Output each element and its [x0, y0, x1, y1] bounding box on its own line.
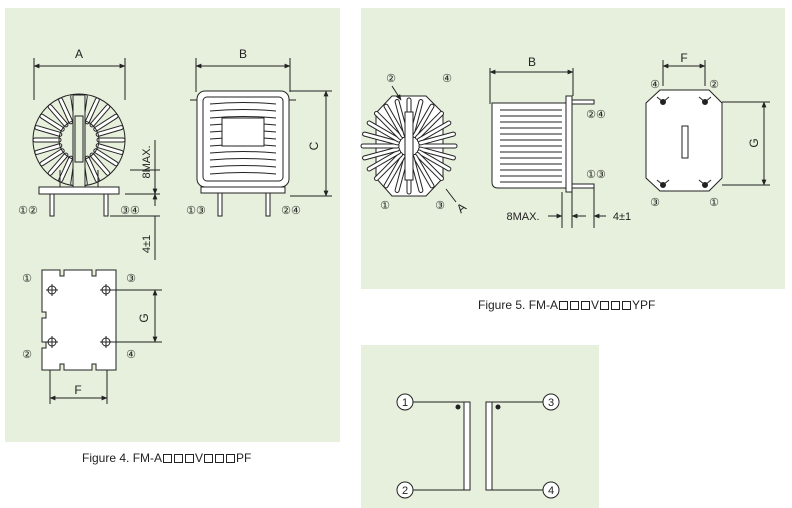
fig5-dim-b: B: [528, 55, 536, 69]
fig4-pins-front-left: ①②: [18, 205, 38, 217]
figure4-panel: [5, 8, 340, 442]
fig5-pin3-top: ③: [435, 200, 445, 212]
fig4-dim-a: A: [75, 47, 83, 61]
placeholder-box: [611, 301, 621, 310]
fig5-dim-8max: 8MAX.: [506, 211, 539, 223]
fig4-dim-c: C: [307, 141, 321, 150]
placeholder-box: [204, 454, 214, 463]
placeholder-box: [163, 454, 173, 463]
fig5-dim-f: F: [680, 51, 687, 65]
schematic-pin2: 2: [402, 485, 408, 497]
fig4-pins-side-right: ②④: [281, 205, 301, 217]
fig4-dim-b: B: [239, 47, 247, 61]
schematic-diagram: [396, 393, 560, 499]
fig5-pin2-bottom: ②: [709, 79, 719, 91]
schematic-pin3: 3: [548, 397, 554, 409]
fig5-pin4-top: ④: [442, 73, 452, 85]
fig4-dim-f: F: [74, 383, 81, 397]
placeholder-box: [226, 454, 236, 463]
fig4-pin3: ③: [126, 273, 136, 285]
figure5-caption-mid: V: [591, 298, 600, 312]
fig5-dim-g: G: [747, 138, 761, 147]
fig4-dim-4pm1: 4±1: [141, 235, 153, 253]
fig4-pin2: ②: [22, 349, 32, 361]
placeholder-box: [581, 301, 591, 310]
fig5-dim-4pm1: 4±1: [613, 211, 631, 223]
fig4-dim-g: G: [137, 313, 151, 322]
fig4-pin1: ①: [22, 273, 32, 285]
fig5-pin2-top: ②: [386, 73, 396, 85]
fig4-pins-front-right: ③④: [120, 205, 140, 217]
figure5-caption: Figure 5. FM-A V YPF: [478, 298, 655, 312]
fig5-pin3-bottom: ③: [650, 197, 660, 209]
placeholder-box: [570, 301, 580, 310]
fig4-side-view: [190, 58, 332, 217]
schematic-pin1: 1: [402, 397, 408, 409]
fig5-pins-13: ①③: [586, 169, 606, 181]
figure5-caption-suffix: YPF: [632, 298, 656, 312]
fig4-dim-8max: 8MAX.: [141, 145, 153, 178]
fig4-bottom-view: [41, 269, 162, 404]
figure4-caption-suffix: PF: [236, 451, 252, 465]
fig5-bottom-view: [645, 60, 770, 192]
fig5-pin4-bottom: ④: [650, 79, 660, 91]
fig4-pin4: ④: [126, 349, 136, 361]
figure5-caption-prefix: Figure 5. FM-A: [478, 298, 559, 312]
figure4-caption-mid: V: [195, 451, 204, 465]
fig4-pins-side-left: ①③: [186, 205, 206, 217]
fig5-top-view: [360, 85, 458, 203]
placeholder-box: [185, 454, 195, 463]
figure4-caption: Figure 4. FM-A V PF: [82, 451, 251, 465]
figure4-caption-prefix: Figure 4. FM-A: [82, 451, 163, 465]
placeholder-box: [215, 454, 225, 463]
placeholder-box: [559, 301, 569, 310]
fig5-side-windings: [500, 109, 562, 183]
fig5-toroid-windings: [360, 97, 458, 195]
placeholder-box: [622, 301, 632, 310]
fig5-side-view: [489, 68, 606, 228]
placeholder-box: [174, 454, 184, 463]
fig5-pin1-top: ①: [380, 200, 390, 212]
schematic-panel: [361, 345, 599, 508]
fig4-side-windings: [209, 102, 277, 175]
schematic-pin4: 4: [548, 485, 554, 497]
fig5-dim-a: A: [454, 200, 469, 216]
placeholder-box: [600, 301, 610, 310]
fig4-front-view: [32, 58, 160, 260]
fig5-pins-24: ②④: [586, 109, 606, 121]
fig5-pin1-bottom: ①: [709, 197, 719, 209]
